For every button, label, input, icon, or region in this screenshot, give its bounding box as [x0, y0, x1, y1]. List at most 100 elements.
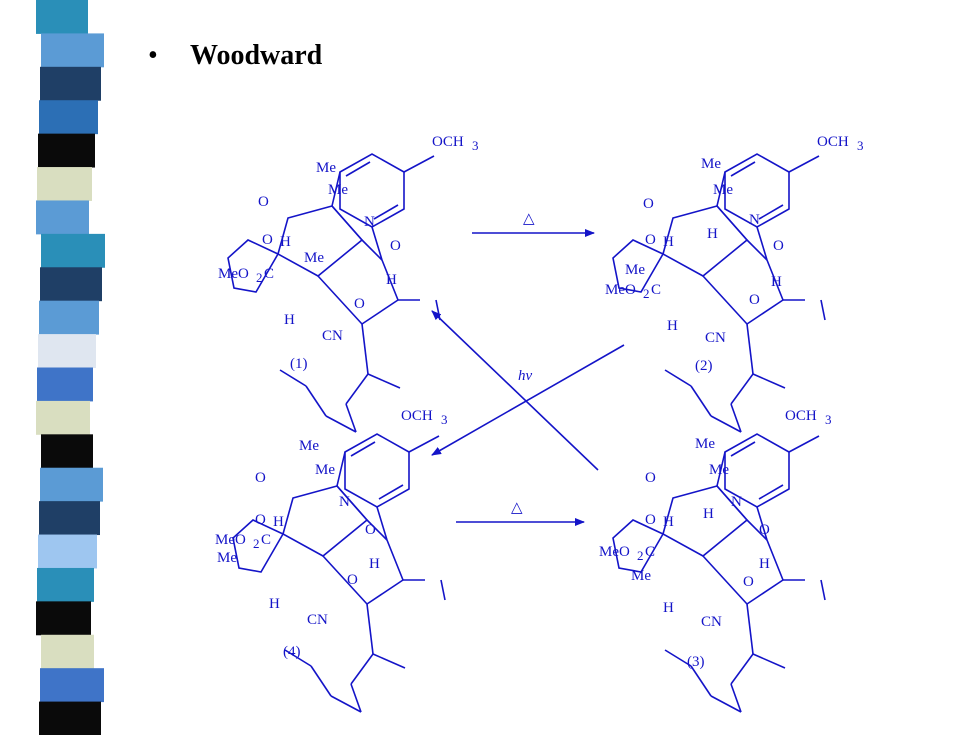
sidebar-stripe	[38, 334, 96, 368]
sidebar-stripe	[38, 534, 97, 569]
svg-text:3: 3	[441, 412, 448, 427]
hydrogen-label: H	[667, 318, 678, 334]
svg-text:3: 3	[857, 138, 864, 153]
hydrogen-label: H	[663, 514, 674, 530]
compound-label-3: (3)	[687, 654, 705, 670]
oxygen-label: O	[255, 512, 266, 528]
heat-symbol: △	[511, 500, 523, 516]
svg-text:3: 3	[825, 412, 832, 427]
sidebar-stripe	[40, 66, 101, 101]
svg-text:C: C	[261, 532, 271, 548]
me-label: Me	[701, 156, 721, 172]
structure-3: OCH 3 Me Me N O O H H MeO 2 C Me O H O H…	[599, 408, 832, 713]
oxygen-label: O	[759, 522, 770, 538]
oxygen-label: O	[645, 512, 656, 528]
sidebar-stripe	[39, 701, 101, 735]
structure-1: OCH 3 Me Me N O O H Me O H O MeO 2 C H C…	[218, 134, 479, 433]
hydrogen-label: H	[663, 600, 674, 616]
compound-label-2: (2)	[695, 358, 713, 374]
oxygen-label: O	[743, 574, 754, 590]
decorative-sidebar	[36, 0, 105, 735]
och3-label: OCH	[785, 408, 817, 424]
cn-label: CN	[307, 612, 328, 628]
heat-symbol: △	[523, 211, 535, 227]
nitrogen-label: N	[749, 212, 760, 228]
hydrogen-label: H	[284, 312, 295, 328]
oxygen-label: O	[354, 296, 365, 312]
me-label: Me	[695, 436, 715, 452]
oxygen-label: O	[645, 470, 656, 486]
hydrogen-label: H	[663, 234, 674, 250]
meo2c-label: MeO	[215, 532, 246, 548]
sidebar-stripe	[36, 200, 89, 235]
structure-2: OCH 3 Me Me N O O H H Me MeO 2 C O H O H…	[605, 134, 864, 433]
hydrogen-label: H	[707, 226, 718, 242]
sidebar-stripe	[39, 100, 98, 135]
nitrogen-label: N	[339, 494, 350, 510]
me-label: Me	[713, 182, 733, 198]
oxygen-label: O	[643, 196, 654, 212]
sidebar-stripe	[40, 668, 104, 703]
me-label: Me	[217, 550, 237, 566]
sidebar-stripe	[36, 0, 88, 34]
hydrogen-label: H	[273, 514, 284, 530]
hydrogen-label: H	[771, 274, 782, 290]
svg-text:C: C	[651, 282, 661, 298]
sidebar-stripe	[41, 634, 94, 669]
sidebar-stripe	[39, 501, 100, 536]
meo2c-label: MeO	[218, 266, 249, 282]
hydrogen-label: H	[759, 556, 770, 572]
me-label: Me	[625, 262, 645, 278]
oxygen-label: O	[262, 232, 273, 248]
svg-text:2: 2	[256, 270, 263, 285]
svg-text:2: 2	[643, 286, 650, 301]
hydrogen-label: H	[280, 234, 291, 250]
oxygen-label: O	[390, 238, 401, 254]
me-label: Me	[328, 182, 348, 198]
svg-text:C: C	[645, 544, 655, 560]
me-label: Me	[316, 160, 336, 176]
sidebar-stripe	[37, 167, 92, 201]
me-label: Me	[304, 250, 324, 266]
oxygen-label: O	[773, 238, 784, 254]
me-label: Me	[299, 438, 319, 454]
me-label: Me	[315, 462, 335, 478]
och3-label: OCH	[401, 408, 433, 424]
me-label: Me	[709, 462, 729, 478]
cn-label: CN	[701, 614, 722, 630]
och3-label: OCH	[432, 134, 464, 150]
hydrogen-label: H	[386, 272, 397, 288]
sidebar-stripe	[39, 300, 99, 335]
oxygen-label: O	[749, 292, 760, 308]
och3-label: OCH	[817, 134, 849, 150]
oxygen-label: O	[258, 194, 269, 210]
compound-label-4: (4)	[283, 644, 301, 660]
me-label: Me	[631, 568, 651, 584]
meo2c-label: MeO	[599, 544, 630, 560]
hydrogen-label: H	[703, 506, 714, 522]
cn-label: CN	[322, 328, 343, 344]
bullet-point: •	[148, 40, 158, 71]
light-symbol: hv	[518, 368, 533, 384]
svg-text:2: 2	[637, 548, 644, 563]
hydrogen-label: H	[369, 556, 380, 572]
sidebar-stripe	[41, 233, 105, 268]
svg-text:3: 3	[472, 138, 479, 153]
sidebar-stripe	[38, 133, 95, 168]
sidebar-stripe	[40, 267, 102, 302]
oxygen-label: O	[365, 522, 376, 538]
structure-4: OCH 3 Me Me N O O H MeO 2 C Me O H O H C…	[215, 408, 448, 713]
compound-label-1: (1)	[290, 356, 308, 372]
arrow-2-to-4	[431, 344, 625, 456]
slide-title: Woodward	[190, 40, 323, 71]
sidebar-stripe	[36, 601, 91, 636]
sidebar-stripe	[37, 567, 94, 602]
arrow-3-to-1	[431, 310, 599, 471]
oxygen-label: O	[255, 470, 266, 486]
sidebar-stripe	[41, 434, 93, 469]
sidebar-stripe	[37, 367, 93, 402]
nitrogen-label: N	[364, 214, 375, 230]
meo2c-label: MeO	[605, 282, 636, 298]
svg-text:2: 2	[253, 536, 260, 551]
